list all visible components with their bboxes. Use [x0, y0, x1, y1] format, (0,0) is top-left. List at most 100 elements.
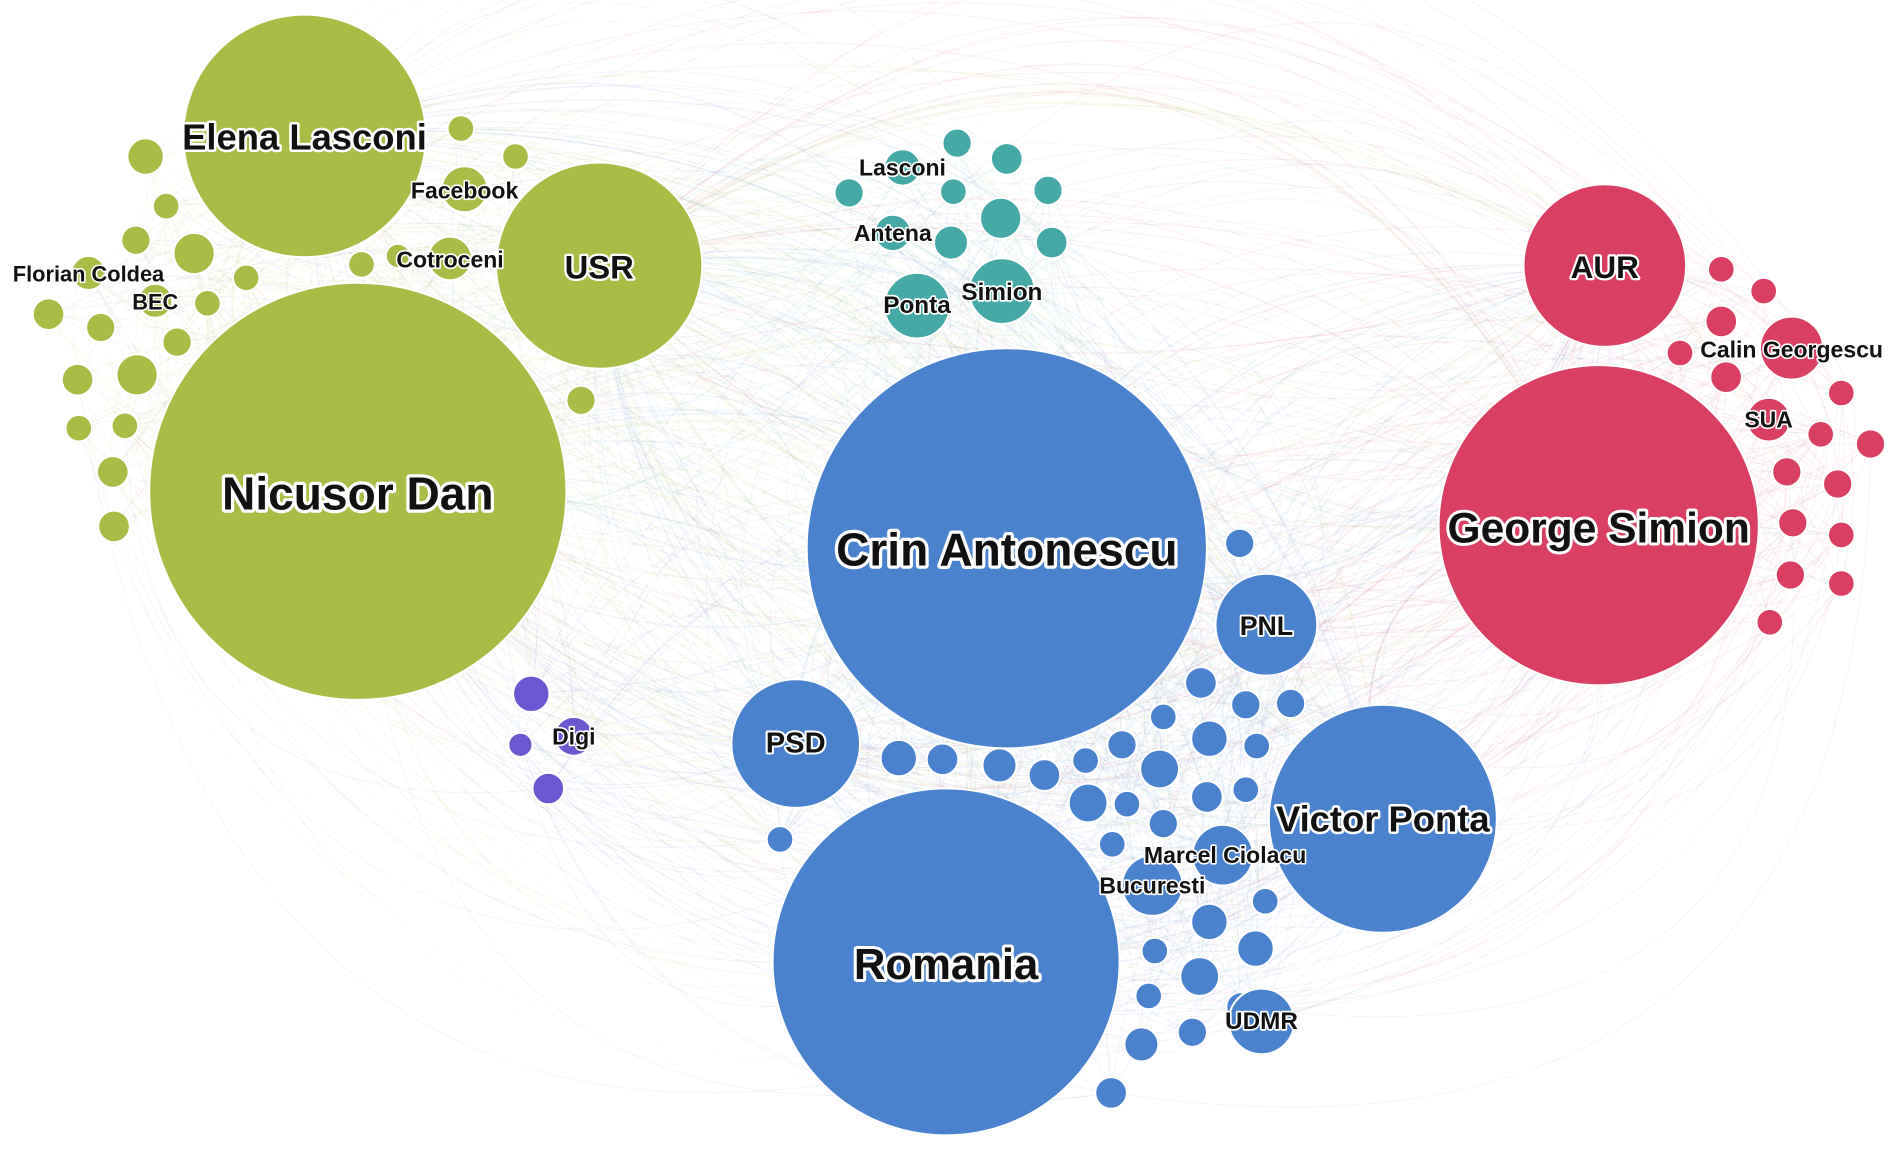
graph-node[interactable] [1112, 789, 1142, 819]
graph-node[interactable] [531, 771, 566, 806]
graph-node[interactable] [1139, 748, 1180, 790]
graph-node[interactable] [1231, 775, 1261, 805]
graph-node[interactable] [1749, 276, 1778, 306]
graph-node[interactable] [85, 311, 117, 344]
george-simion-node[interactable] [1437, 364, 1760, 687]
graph-node[interactable] [990, 142, 1024, 176]
graph-node[interactable] [1709, 360, 1743, 395]
graph-node[interactable] [120, 224, 152, 256]
marcel-ciolacu-node[interactable] [1191, 823, 1254, 887]
victor-ponta-node[interactable] [1267, 703, 1498, 934]
graph-node[interactable] [1822, 468, 1854, 500]
graph-node[interactable] [1806, 420, 1835, 449]
graph-node[interactable] [1176, 1016, 1209, 1048]
graph-node[interactable] [126, 137, 165, 176]
graph-node[interactable] [507, 731, 534, 758]
graph-node[interactable] [1230, 689, 1262, 721]
graph-node[interactable] [1034, 225, 1069, 260]
graph-node[interactable] [1827, 569, 1856, 598]
graph-node[interactable] [1094, 1076, 1128, 1110]
graph-node[interactable] [933, 224, 969, 261]
graph-node[interactable] [161, 326, 193, 358]
graph-node[interactable] [1190, 719, 1229, 758]
elena-lasconi-node[interactable] [182, 13, 427, 259]
graph-node[interactable] [110, 411, 140, 441]
graph-node[interactable] [941, 127, 973, 159]
psd-node[interactable] [730, 678, 862, 809]
graph-node[interactable] [115, 353, 159, 397]
graph-node[interactable] [501, 142, 530, 171]
graph-node[interactable] [1140, 936, 1170, 966]
graph-node[interactable] [1071, 746, 1100, 775]
graph-node[interactable] [97, 509, 131, 544]
calin-georgescu-node[interactable] [1759, 315, 1825, 381]
graph-node[interactable] [879, 738, 918, 778]
digi-node[interactable] [553, 715, 595, 757]
graph-node[interactable] [231, 263, 261, 293]
lasconi-node[interactable] [883, 148, 922, 187]
graph-node[interactable] [981, 747, 1018, 784]
graph-node[interactable] [1027, 758, 1062, 792]
graph-node[interactable] [31, 297, 66, 332]
graph-node[interactable] [1854, 428, 1887, 460]
bucuresti-node[interactable] [1121, 854, 1184, 917]
aur-node[interactable] [1522, 183, 1688, 348]
ponta-node[interactable] [883, 271, 951, 340]
graph-node[interactable] [1067, 782, 1109, 824]
romania-node[interactable] [771, 787, 1121, 1137]
graph-node[interactable] [347, 250, 376, 279]
graph-node[interactable] [60, 362, 95, 397]
graph-node[interactable] [512, 674, 551, 713]
graph-node[interactable] [939, 177, 968, 206]
graph-node[interactable] [1777, 507, 1809, 539]
pnl-node[interactable] [1214, 572, 1319, 677]
graph-node[interactable] [1179, 956, 1221, 997]
graph-node[interactable] [172, 231, 216, 276]
cotroceni-node[interactable] [427, 235, 473, 282]
graph-node[interactable] [1149, 702, 1178, 732]
graph-node[interactable] [1275, 687, 1307, 720]
graph-node[interactable] [1190, 902, 1229, 942]
graph-node[interactable] [151, 191, 181, 221]
graph-node[interactable] [833, 177, 865, 209]
graph-node[interactable] [979, 196, 1023, 240]
usr-node[interactable] [495, 161, 704, 370]
graph-node[interactable] [1134, 981, 1163, 1011]
facebook-node[interactable] [440, 165, 489, 214]
graph-node[interactable] [193, 289, 222, 318]
graph-node[interactable] [1827, 378, 1856, 408]
bec-node[interactable] [137, 282, 174, 319]
graph-node[interactable] [1755, 608, 1785, 637]
graph-node[interactable] [1184, 666, 1218, 700]
simion-node[interactable] [968, 257, 1036, 325]
graph-node[interactable] [64, 413, 94, 443]
graph-node[interactable] [925, 742, 960, 777]
graph-node[interactable] [384, 242, 411, 269]
antena-node[interactable] [873, 213, 912, 253]
graph-node[interactable] [1106, 729, 1138, 761]
graph-node[interactable] [1827, 520, 1856, 550]
sua-node[interactable] [1745, 396, 1792, 443]
graph-node[interactable] [1242, 731, 1271, 761]
graph-node[interactable] [1707, 254, 1736, 284]
graph-node[interactable] [1123, 1026, 1160, 1063]
graph-node[interactable] [1250, 887, 1280, 916]
graph-node[interactable] [1704, 304, 1739, 339]
graph-node[interactable] [1147, 808, 1179, 840]
graph-node[interactable] [1774, 559, 1807, 591]
graph-node[interactable] [1236, 929, 1275, 968]
graph-node[interactable] [1190, 780, 1224, 814]
graph-node[interactable] [1771, 456, 1803, 488]
graph-node[interactable] [96, 455, 130, 489]
graph-node[interactable] [765, 825, 795, 854]
graph-node[interactable] [1224, 527, 1256, 560]
florian-coldea-node[interactable] [70, 254, 107, 291]
crin-antonescu-node[interactable] [805, 347, 1208, 750]
graph-node[interactable] [1098, 830, 1127, 859]
udmr-node[interactable] [1227, 987, 1296, 1056]
graph-node[interactable] [1032, 174, 1064, 206]
nicusor-dan-node[interactable] [148, 281, 568, 701]
graph-node[interactable] [446, 114, 476, 143]
graph-node[interactable] [1665, 338, 1695, 368]
graph-node[interactable] [565, 384, 597, 416]
